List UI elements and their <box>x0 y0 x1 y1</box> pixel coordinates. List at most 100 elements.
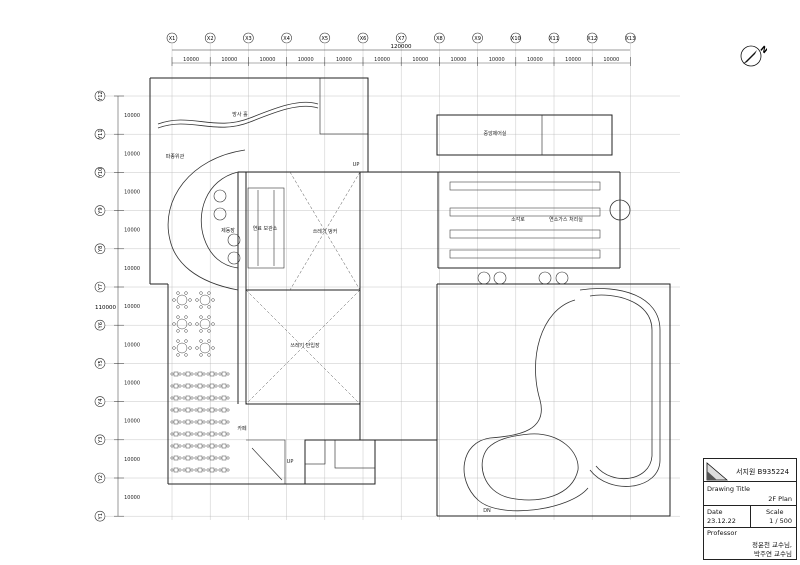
grid-label-y: Y3 <box>98 437 104 444</box>
cafe-table <box>182 395 194 401</box>
grid-bubble-x: X2 <box>204 32 216 44</box>
tanks <box>213 189 569 285</box>
scale-label: Scale <box>766 508 784 516</box>
grid-bubble-y: Y2 <box>94 472 106 484</box>
grid-label-x: X2 <box>207 36 214 42</box>
grid-bubble-y: Y1 <box>94 510 106 522</box>
grid-label-y: Y5 <box>98 360 104 367</box>
svg-text:N: N <box>758 44 767 55</box>
overall-height-label: 110000 <box>95 305 116 311</box>
dim-label-y: 10000 <box>124 495 140 501</box>
grid-bubble-y: Y5 <box>94 358 106 369</box>
cafe-table <box>218 419 230 425</box>
dim-label-x: 10000 <box>336 57 352 63</box>
grid-bubble-x: X12 <box>586 32 598 44</box>
grid-bubble-y: Y7 <box>94 281 106 293</box>
dn-marker: DN <box>483 508 491 514</box>
cafe-table <box>206 467 218 473</box>
grid-bubble-x: X11 <box>548 32 560 44</box>
grid-label-x: X4 <box>283 36 290 42</box>
dim-label-y: 10000 <box>124 419 140 425</box>
room-cafe-label: 카페 <box>237 425 247 432</box>
dim-label-x: 10000 <box>489 57 505 63</box>
dim-label-x: 10000 <box>527 57 543 63</box>
grid-label-x: X7 <box>398 36 405 42</box>
grid-label-x: X10 <box>511 36 521 42</box>
dim-label-y: 10000 <box>124 113 140 119</box>
room-bunker-label: 쓰레기 벙커 <box>313 228 338 235</box>
grid-label-y: Y7 <box>98 284 104 291</box>
cafe-table <box>182 419 194 425</box>
dim-label-x: 10000 <box>565 57 581 63</box>
cafe-table <box>194 383 206 389</box>
dim-label-x: 10000 <box>451 57 467 63</box>
grid-bubble-y: Y9 <box>94 205 106 216</box>
cafe-table <box>206 395 218 401</box>
grid-label-x: X3 <box>245 36 252 42</box>
dim-label-y: 10000 <box>124 342 140 348</box>
grid-bubble-y: Y6 <box>94 319 106 331</box>
north-arrow-icon: N <box>740 44 767 67</box>
room-storage-label: 연료 보관소 <box>253 225 278 232</box>
grid-bubble-y: Y10 <box>94 167 106 178</box>
cafe-table <box>218 455 230 461</box>
dim-label-y: 10000 <box>124 190 140 196</box>
cafe-table <box>170 395 182 401</box>
cafe-table <box>218 467 230 473</box>
cafe-table <box>218 443 230 449</box>
dim-label-x: 10000 <box>412 57 428 63</box>
up-marker-1: UP <box>353 162 360 168</box>
cafe-table <box>170 431 182 437</box>
cafe-table <box>206 455 218 461</box>
grid-label-y: Y4 <box>98 398 104 405</box>
cafe-table <box>218 383 230 389</box>
grid-label-y: Y12 <box>98 91 104 101</box>
scale-value: 1 / 500 <box>769 517 792 525</box>
cafe-table <box>170 407 182 413</box>
cafe-table <box>218 395 230 401</box>
grid-bubble-y: Y4 <box>94 396 106 407</box>
grid-bubble-x: X13 <box>625 32 636 44</box>
dim-label-y: 10000 <box>124 381 140 387</box>
cafe-table <box>194 371 206 377</box>
grid-bubble-y: Y8 <box>94 243 106 255</box>
cafe-table <box>170 455 182 461</box>
room-incinerator-label: 소각로 <box>511 216 525 223</box>
cafe-table <box>182 467 194 473</box>
process-lines <box>449 181 601 259</box>
cafe-table <box>206 383 218 389</box>
cafe-table <box>194 431 206 437</box>
dim-label-y: 10000 <box>124 457 140 463</box>
grid-label-x: X12 <box>587 36 597 42</box>
cafe-table <box>170 467 182 473</box>
room-gallery-label: 파종위관 <box>166 153 185 160</box>
grid-label-y: Y2 <box>98 475 104 482</box>
room-exhibition-label: 방사 홀 <box>232 111 248 118</box>
grid-label-x: X5 <box>321 36 328 42</box>
up-marker-2: UP <box>287 459 294 465</box>
cafe-table <box>194 395 206 401</box>
grid-label-x: X11 <box>549 36 559 42</box>
professor-2: 박주연 교수님 <box>754 550 792 558</box>
grid-label-y: Y9 <box>98 207 104 214</box>
round-table <box>195 315 215 333</box>
cafe-table <box>206 407 218 413</box>
conveyor <box>247 187 285 269</box>
cafe-table <box>206 371 218 377</box>
curved-walls <box>157 101 661 512</box>
cafe-table <box>194 407 206 413</box>
service-cores <box>246 77 613 484</box>
dimension-col-y: 10000 10000 10000 10000 10000 10000 10000 10000… <box>114 95 140 517</box>
room-gas-label: 연소가스 처리실 <box>549 216 583 223</box>
grid-label-y: Y11 <box>98 129 104 139</box>
grid-bubble-x: X4 <box>281 32 292 44</box>
professor-1: 정윤천 교수님, <box>751 541 792 549</box>
dim-label-y: 10000 <box>124 228 140 234</box>
grid-lines <box>96 44 680 520</box>
cafe-table <box>170 371 182 377</box>
grid-bubble-x: X6 <box>357 32 369 44</box>
grid-label-y: Y8 <box>98 246 104 253</box>
